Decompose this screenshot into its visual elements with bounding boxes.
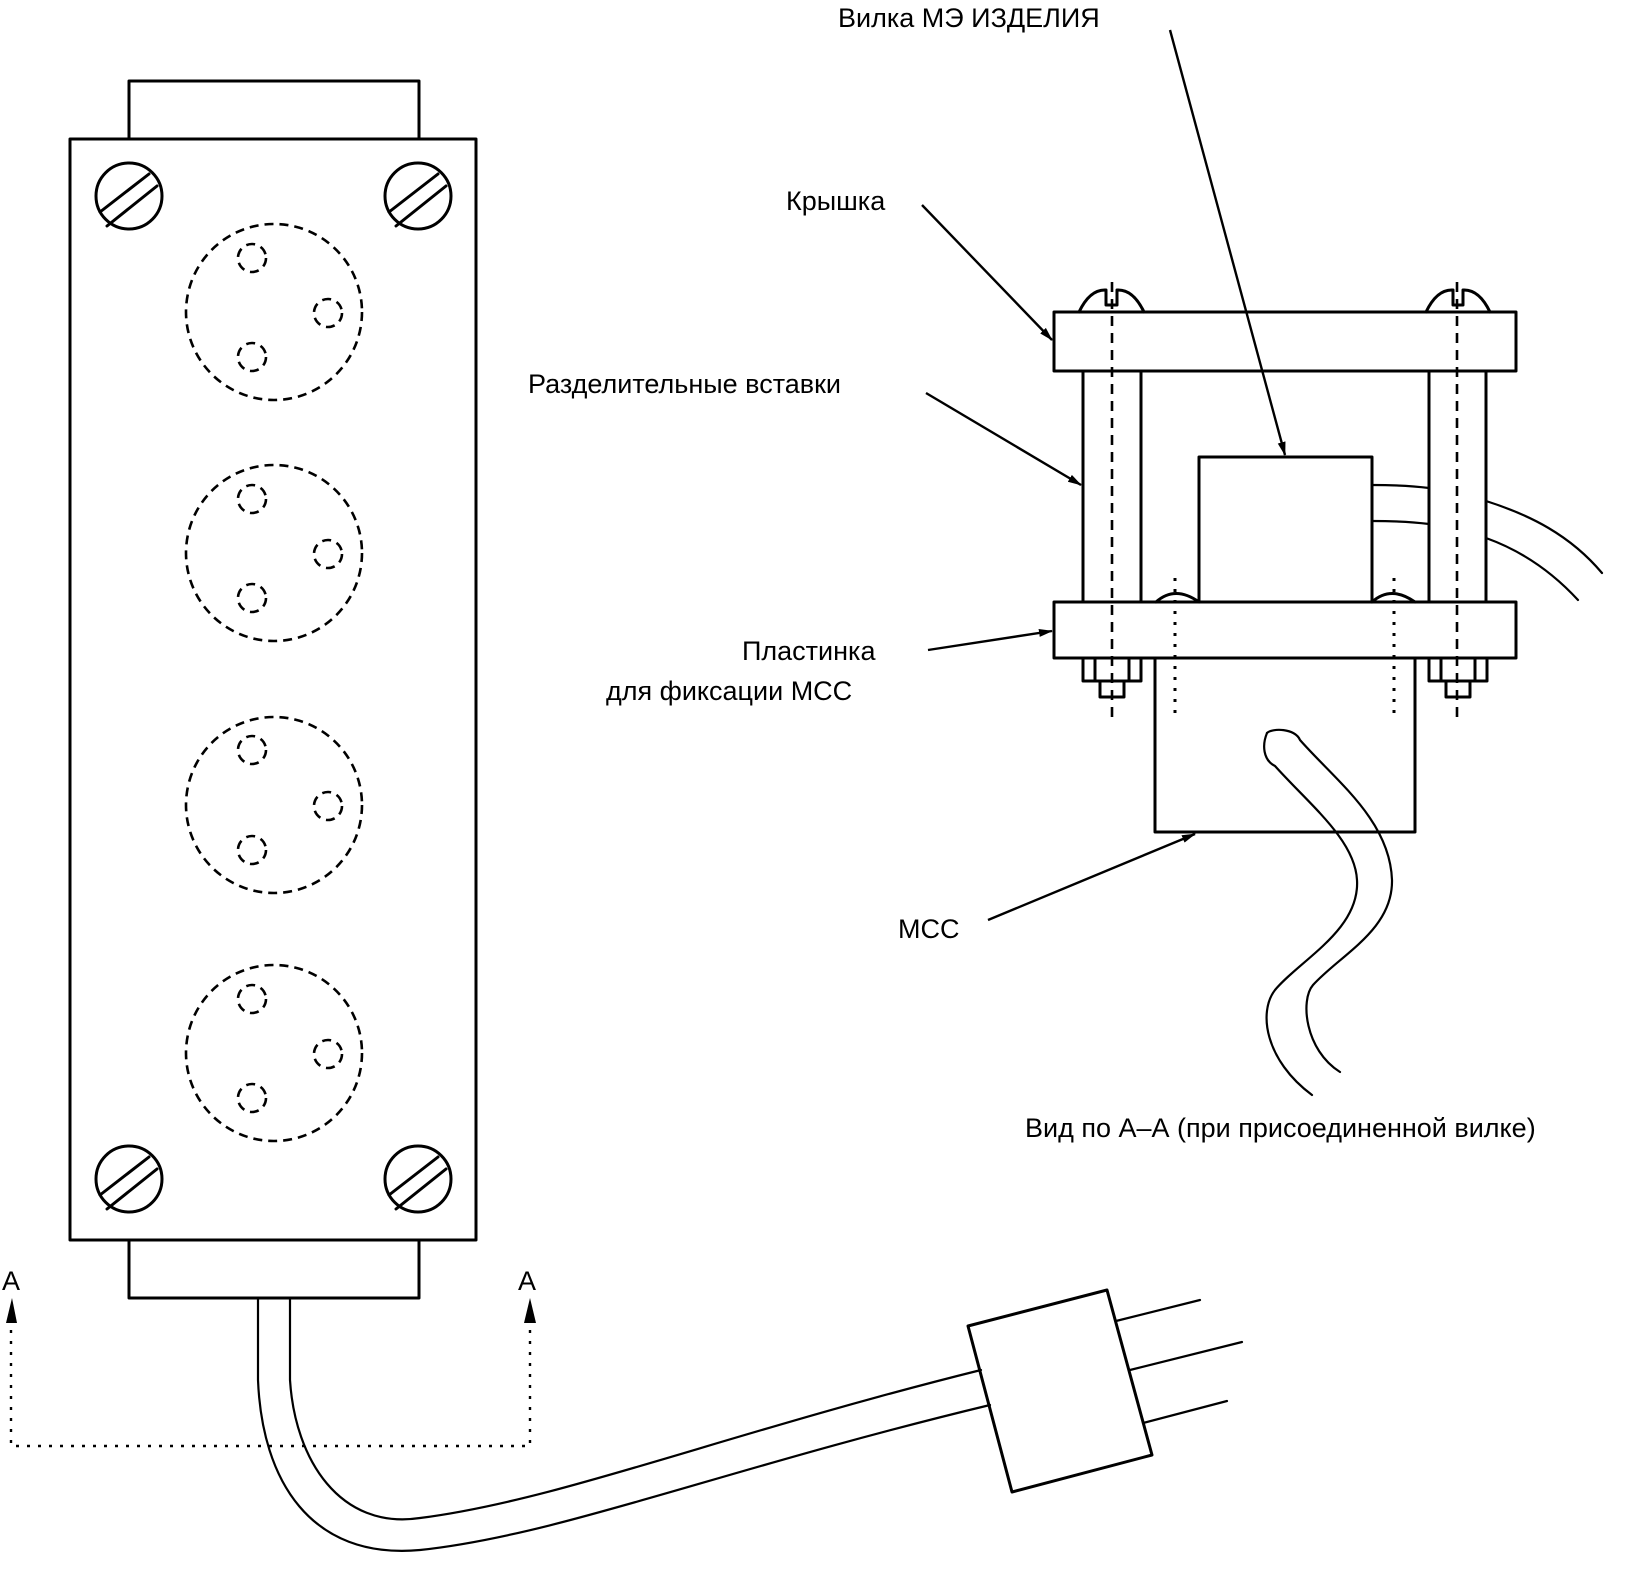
cover — [1052, 310, 1518, 373]
socket-pin — [312, 297, 344, 329]
strip-cable — [256, 1296, 992, 1552]
label-separating-inserts: Разделительные вставки — [528, 369, 841, 399]
screw-icon — [383, 1144, 453, 1214]
plug-prong — [1114, 1298, 1202, 1323]
leader-plug — [1168, 29, 1287, 456]
plug-prong — [1141, 1399, 1229, 1425]
section-mark-left: А — [2, 1266, 20, 1296]
socket[interactable] — [184, 222, 364, 402]
strip-body — [68, 137, 478, 1242]
leader-inserts — [925, 391, 1082, 487]
socket[interactable] — [184, 963, 364, 1143]
mcc-cable — [1265, 728, 1394, 1074]
power-strip: А А — [2, 79, 1244, 1552]
socket-pin — [236, 582, 268, 614]
strip-cable — [288, 1296, 983, 1521]
socket-pin — [236, 983, 268, 1015]
mcc-body — [1153, 656, 1417, 834]
socket-pin — [312, 538, 344, 570]
device-plug-block — [1197, 455, 1374, 604]
section-line-a-a — [6, 1298, 536, 1448]
mcc-cable — [1263, 731, 1359, 1097]
socket[interactable] — [184, 715, 364, 895]
socket-pin — [236, 834, 268, 866]
socket-pin — [236, 242, 268, 274]
leader-cover — [921, 204, 1053, 341]
plug-prong — [1128, 1340, 1244, 1372]
screw-icon — [94, 1144, 164, 1214]
socket-pin — [312, 790, 344, 822]
view-caption: Вид по А–А (при присоединенной вилке) — [1025, 1113, 1536, 1143]
socket[interactable] — [184, 463, 364, 643]
label-plate-line1: Пластинка — [742, 636, 876, 666]
label-cover: Крышка — [786, 186, 886, 216]
socket-pin — [236, 483, 268, 515]
section-mark-right: А — [518, 1266, 536, 1296]
screw-icon — [94, 161, 164, 231]
leader-mcc — [987, 832, 1196, 922]
screw-icon — [383, 161, 453, 231]
socket-pin — [312, 1038, 344, 1070]
strip-top-cap — [127, 79, 421, 141]
socket-pin — [236, 1082, 268, 1114]
plug[interactable] — [966, 1288, 1244, 1494]
socket-pin — [236, 734, 268, 766]
label-plate-line2: для фиксации МСС — [606, 676, 852, 706]
leader-plate — [927, 629, 1053, 652]
label-mcc: МСС — [898, 914, 960, 944]
fixing-plate — [1052, 600, 1518, 660]
view-a-a — [1052, 282, 1604, 1097]
label-plug-of-device: Вилка МЭ ИЗДЕЛИЯ — [838, 3, 1100, 33]
socket-pin — [236, 341, 268, 373]
strip-bottom-cap — [127, 1238, 421, 1300]
